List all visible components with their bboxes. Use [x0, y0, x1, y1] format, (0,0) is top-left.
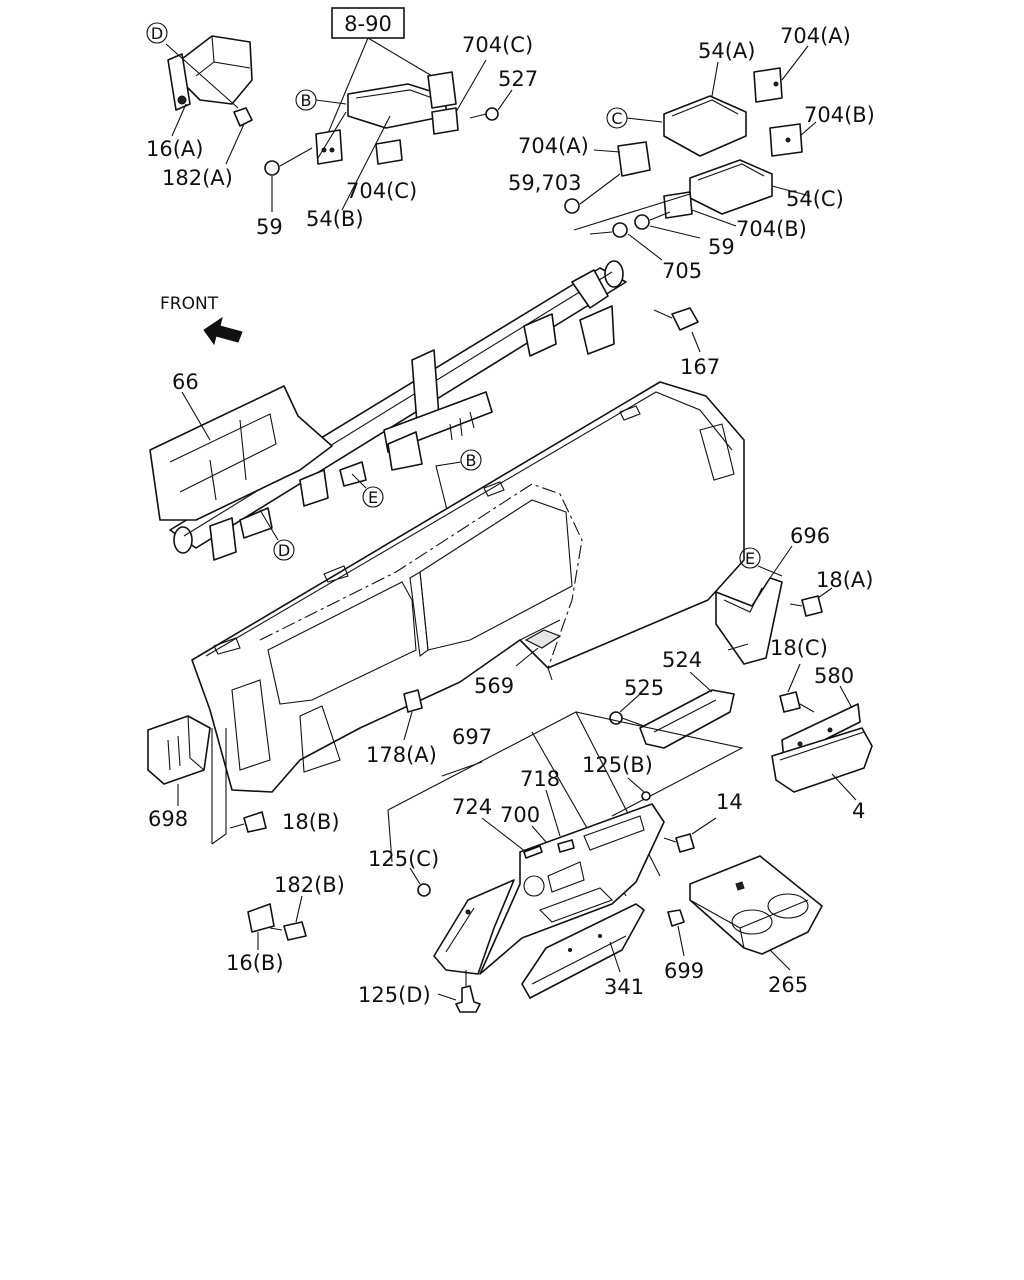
callout-b-panel-text: B [466, 451, 477, 470]
bolt-18a [789, 587, 833, 617]
lid-4 [771, 727, 873, 801]
bracket-698 [147, 715, 227, 845]
callout-d-beam: D [259, 509, 295, 561]
label-569: 569 [474, 674, 514, 698]
front-direction-indicator: FRONT [160, 294, 243, 346]
label-16b: 16(B) [226, 951, 284, 975]
reference-box-text: 8-90 [344, 12, 392, 36]
label-704a-mid: 704(A) [518, 134, 589, 158]
screw-59-left [264, 147, 313, 212]
label-704b-mid: 704(B) [736, 217, 807, 241]
label-704c-lower: 704(C) [346, 179, 417, 203]
leader-704c-upper [455, 59, 487, 113]
pocket-54c [573, 141, 811, 231]
label-66: 66 [172, 370, 199, 394]
cup-holder-265 [689, 855, 823, 971]
label-54c: 54(C) [786, 187, 844, 211]
callout-e-side: E [739, 547, 761, 569]
label-182b: 182(B) [274, 873, 345, 897]
clip-569 [515, 629, 562, 667]
label-59-right: 59 [708, 235, 735, 259]
reference-box-8-90: 8-90 [325, 7, 433, 139]
callout-d-top-text: D [151, 24, 163, 43]
label-59-left: 59 [256, 215, 283, 239]
side-frame-66 [149, 385, 333, 521]
label-341: 341 [604, 975, 644, 999]
pocket-54a [663, 45, 817, 157]
screws-59-703 [564, 173, 701, 261]
label-54a: 54(A) [698, 39, 755, 63]
front-label: FRONT [160, 294, 219, 314]
leader-125b [627, 777, 645, 793]
callout-c-top-text: C [611, 109, 622, 128]
bolt-167 [653, 307, 701, 353]
callout-b-top: B [295, 89, 347, 111]
leader-724 [481, 817, 527, 853]
screw-525 [609, 693, 645, 727]
label-178a: 178(A) [366, 743, 437, 767]
callout-e-side-text: E [745, 549, 755, 568]
label-18a: 18(A) [816, 568, 873, 592]
label-125d: 125(D) [358, 983, 431, 1007]
label-59-703: 59,703 [508, 171, 581, 195]
callout-c-top: C [606, 107, 663, 129]
label-696: 696 [790, 524, 830, 548]
label-125b: 125(B) [582, 753, 653, 777]
screw-527 [469, 89, 513, 121]
callout-d-top: D [146, 22, 168, 44]
front-arrow-icon [203, 316, 243, 346]
callout-d-beam-text: D [278, 541, 290, 560]
label-525: 525 [624, 676, 664, 700]
leader-700 [531, 825, 547, 843]
bracket-d-assembly [165, 35, 253, 165]
bracket-16b [247, 895, 307, 950]
screw-125c [409, 867, 431, 897]
label-704b-top: 704(B) [804, 103, 875, 127]
leader-718 [545, 789, 561, 837]
label-125c: 125(C) [368, 847, 439, 871]
label-524: 524 [662, 648, 702, 672]
callout-e-beam: E [351, 473, 384, 508]
label-18b: 18(B) [282, 810, 340, 834]
label-16a: 16(A) [146, 137, 203, 161]
label-698: 698 [148, 807, 188, 831]
instrument-panel [191, 381, 745, 793]
nut-178a [403, 689, 423, 741]
label-265: 265 [768, 973, 808, 997]
label-697: 697 [452, 725, 492, 749]
label-724: 724 [452, 795, 492, 819]
bolt-18b [229, 811, 267, 833]
label-54b: 54(B) [306, 207, 364, 231]
label-167: 167 [680, 355, 720, 379]
label-704a-top: 704(A) [780, 24, 851, 48]
label-699: 699 [664, 959, 704, 983]
clip-125d [437, 970, 481, 1013]
bracket-696 [715, 545, 793, 665]
label-704c-upper: 704(C) [462, 33, 533, 57]
label-718: 718 [520, 767, 560, 791]
nut-699 [667, 909, 685, 957]
bolt-14 [663, 817, 717, 853]
knee-panel [433, 879, 515, 975]
lower-center-panel [479, 803, 665, 975]
label-700: 700 [500, 803, 540, 827]
label-705: 705 [662, 259, 702, 283]
label-14: 14 [716, 790, 743, 814]
screw-125b [641, 791, 651, 801]
callout-b-top-text: B [301, 91, 312, 110]
glove-box-341 [521, 903, 645, 999]
label-182a: 182(A) [162, 166, 233, 190]
trim-524 [639, 671, 735, 749]
label-527: 527 [498, 67, 538, 91]
label-18c: 18(C) [770, 636, 828, 660]
pocket-54b [315, 71, 459, 211]
label-580: 580 [814, 664, 854, 688]
bolt-18c [779, 663, 815, 713]
label-4: 4 [852, 799, 865, 823]
callout-e-beam-text: E [368, 488, 378, 507]
